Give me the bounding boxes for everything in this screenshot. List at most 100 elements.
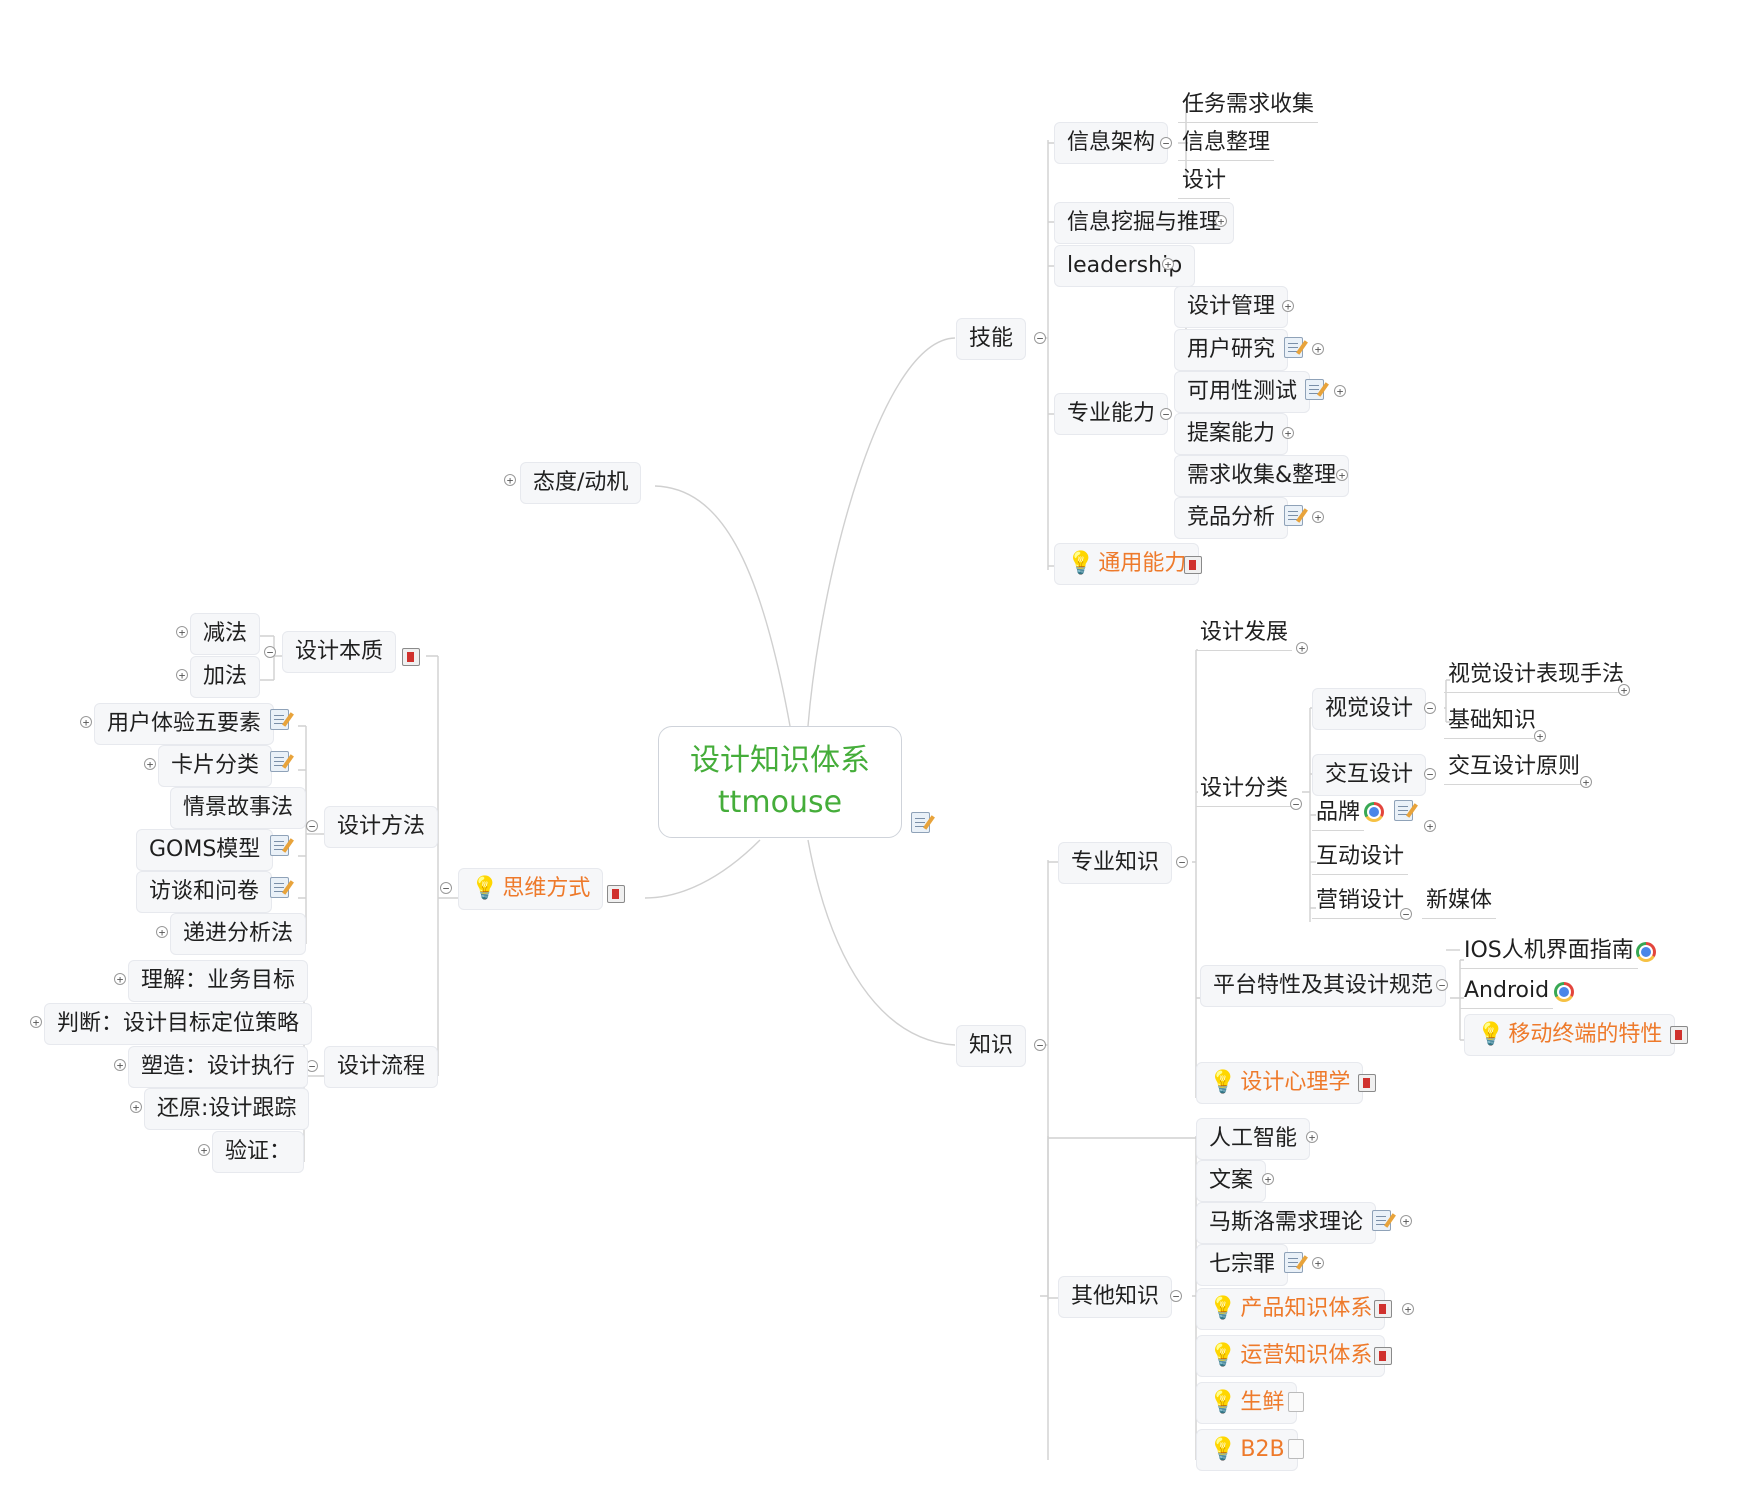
node-seven-sins[interactable]: 七宗罪 [1196,1244,1289,1286]
leaf-visual-expression[interactable]: 视觉设计表现手法 [1444,658,1629,693]
note-icon[interactable] [1284,1252,1303,1273]
note-icon[interactable] [1372,1210,1391,1231]
expand-toggle[interactable]: + [1618,684,1630,696]
node-judge[interactable]: 判断：设计目标定位策略 [44,1003,313,1045]
leaf-new-media[interactable]: 新媒体 [1422,884,1497,919]
node-goms-model[interactable]: GOMS模型 [136,829,274,871]
expand-toggle[interactable]: + [1424,820,1436,832]
node-info-mining[interactable]: 信息挖掘与推理 [1054,202,1235,244]
node-scenario-method[interactable]: 情景故事法 [170,787,307,829]
node-info-architecture[interactable]: 信息架构 [1054,122,1169,164]
node-maslow[interactable]: 马斯洛需求理论 [1196,1202,1377,1244]
node-professional-ability[interactable]: 专业能力 [1054,393,1169,435]
expand-toggle[interactable]: + [1262,1173,1274,1185]
expand-toggle[interactable]: + [80,716,92,728]
node-verify[interactable]: 验证： [212,1131,305,1173]
expand-toggle[interactable]: + [1402,1303,1414,1315]
expand-toggle[interactable]: + [1215,215,1227,227]
collapse-toggle[interactable]: − [1170,1290,1182,1302]
node-interaction-design[interactable]: 交互设计 [1312,754,1427,796]
expand-toggle[interactable]: + [130,1101,142,1113]
node-leadership[interactable]: leadership [1054,245,1196,287]
collapse-toggle[interactable]: − [306,820,318,832]
node-requirements-collection[interactable]: 需求收集&整理 [1174,455,1350,497]
node-shape[interactable]: 塑造：设计执行 [128,1046,309,1088]
linked-map-icon[interactable] [1374,1300,1392,1318]
expand-toggle[interactable]: + [1306,1131,1318,1143]
collapse-toggle[interactable]: − [1290,798,1302,810]
node-proposal-ability[interactable]: 提案能力 [1174,413,1289,455]
linked-map-icon[interactable] [402,648,420,666]
node-ai[interactable]: 人工智能 [1196,1118,1311,1160]
chrome-link-icon[interactable] [1364,802,1384,822]
node-user-research[interactable]: 用户研究 [1174,329,1289,371]
note-icon[interactable] [270,751,289,772]
leaf-info-organize[interactable]: 信息整理 [1178,126,1275,161]
expand-toggle[interactable]: + [1162,258,1174,270]
leaf-task-requirements[interactable]: 任务需求收集 [1178,88,1319,123]
node-design-management[interactable]: 设计管理 [1174,286,1289,328]
leaf-brand[interactable]: 品牌 [1312,796,1365,831]
expand-toggle[interactable]: + [1534,730,1546,742]
collapse-toggle[interactable]: − [1436,979,1448,991]
leaf-ios-guidelines[interactable]: IOS人机界面指南 [1460,934,1638,969]
collapse-toggle[interactable]: − [306,1060,318,1072]
node-ux-five-elements[interactable]: 用户体验五要素 [94,703,275,745]
node-general-ability[interactable]: 💡通用能力 [1054,543,1200,585]
leaf-marketing-design[interactable]: 营销设计 [1312,884,1409,919]
linked-map-icon[interactable] [1374,1347,1392,1365]
expand-toggle[interactable]: + [114,1059,126,1071]
node-skills[interactable]: 技能 [956,318,1027,360]
node-fresh-food[interactable]: 💡生鲜 [1196,1382,1298,1424]
node-competitor-analysis[interactable]: 竞品分析 [1174,497,1289,539]
note-icon[interactable] [1284,337,1303,358]
leaf-design-categories[interactable]: 设计分类 [1196,772,1293,807]
expand-toggle[interactable]: + [114,973,126,985]
expand-toggle[interactable]: + [1336,469,1348,481]
leaf-motion-design[interactable]: 互动设计 [1312,840,1409,875]
note-icon[interactable] [1284,505,1303,526]
expand-toggle[interactable]: + [198,1144,210,1156]
leaf-android[interactable]: Android [1460,974,1554,1009]
linked-map-icon[interactable] [607,885,625,903]
expand-toggle[interactable]: + [30,1016,42,1028]
note-icon[interactable] [1394,800,1413,821]
collapse-toggle[interactable]: − [1034,332,1046,344]
linked-map-icon[interactable] [1184,556,1202,574]
node-b2b[interactable]: 💡B2B [1196,1429,1298,1471]
collapse-toggle[interactable]: − [1160,408,1172,420]
chrome-link-icon[interactable] [1636,942,1656,962]
node-subtraction[interactable]: 减法 [190,613,261,655]
note-icon[interactable] [270,877,289,898]
expand-toggle[interactable]: + [1400,1215,1412,1227]
collapse-toggle[interactable]: − [1424,768,1436,780]
expand-toggle[interactable]: + [1312,1257,1324,1269]
node-copywriting[interactable]: 文案 [1196,1160,1267,1202]
node-addition[interactable]: 加法 [190,656,261,698]
expand-toggle[interactable]: + [176,626,188,638]
node-other-knowledge[interactable]: 其他知识 [1058,1276,1173,1318]
expand-toggle[interactable]: + [1296,642,1308,654]
note-icon[interactable] [270,709,289,730]
leaf-design[interactable]: 设计 [1178,164,1231,199]
node-platform-guidelines[interactable]: 平台特性及其设计规范 [1200,965,1447,1007]
expand-toggle[interactable]: + [176,669,188,681]
note-icon[interactable] [1305,379,1324,400]
node-design-methods[interactable]: 设计方法 [324,806,439,848]
root-node[interactable]: 设计知识体系 ttmouse [658,726,902,838]
collapse-toggle[interactable]: − [1400,908,1412,920]
note-icon[interactable] [911,812,930,833]
node-operations-knowledge[interactable]: 💡运营知识体系 [1196,1335,1386,1377]
expand-toggle[interactable]: + [156,926,168,938]
expand-toggle[interactable]: + [504,474,516,486]
linked-map-icon[interactable] [1670,1026,1688,1044]
node-interview-survey[interactable]: 访谈和问卷 [136,871,273,913]
node-restore[interactable]: 还原:设计跟踪 [144,1088,310,1130]
expand-toggle[interactable]: + [1580,776,1592,788]
expand-toggle[interactable]: + [1334,385,1346,397]
chrome-link-icon[interactable] [1554,982,1574,1002]
node-usability-testing[interactable]: 可用性测试 [1174,371,1311,413]
node-professional-knowledge[interactable]: 专业知识 [1058,842,1173,884]
expand-toggle[interactable]: + [1312,343,1324,355]
collapse-toggle[interactable]: − [440,882,452,894]
